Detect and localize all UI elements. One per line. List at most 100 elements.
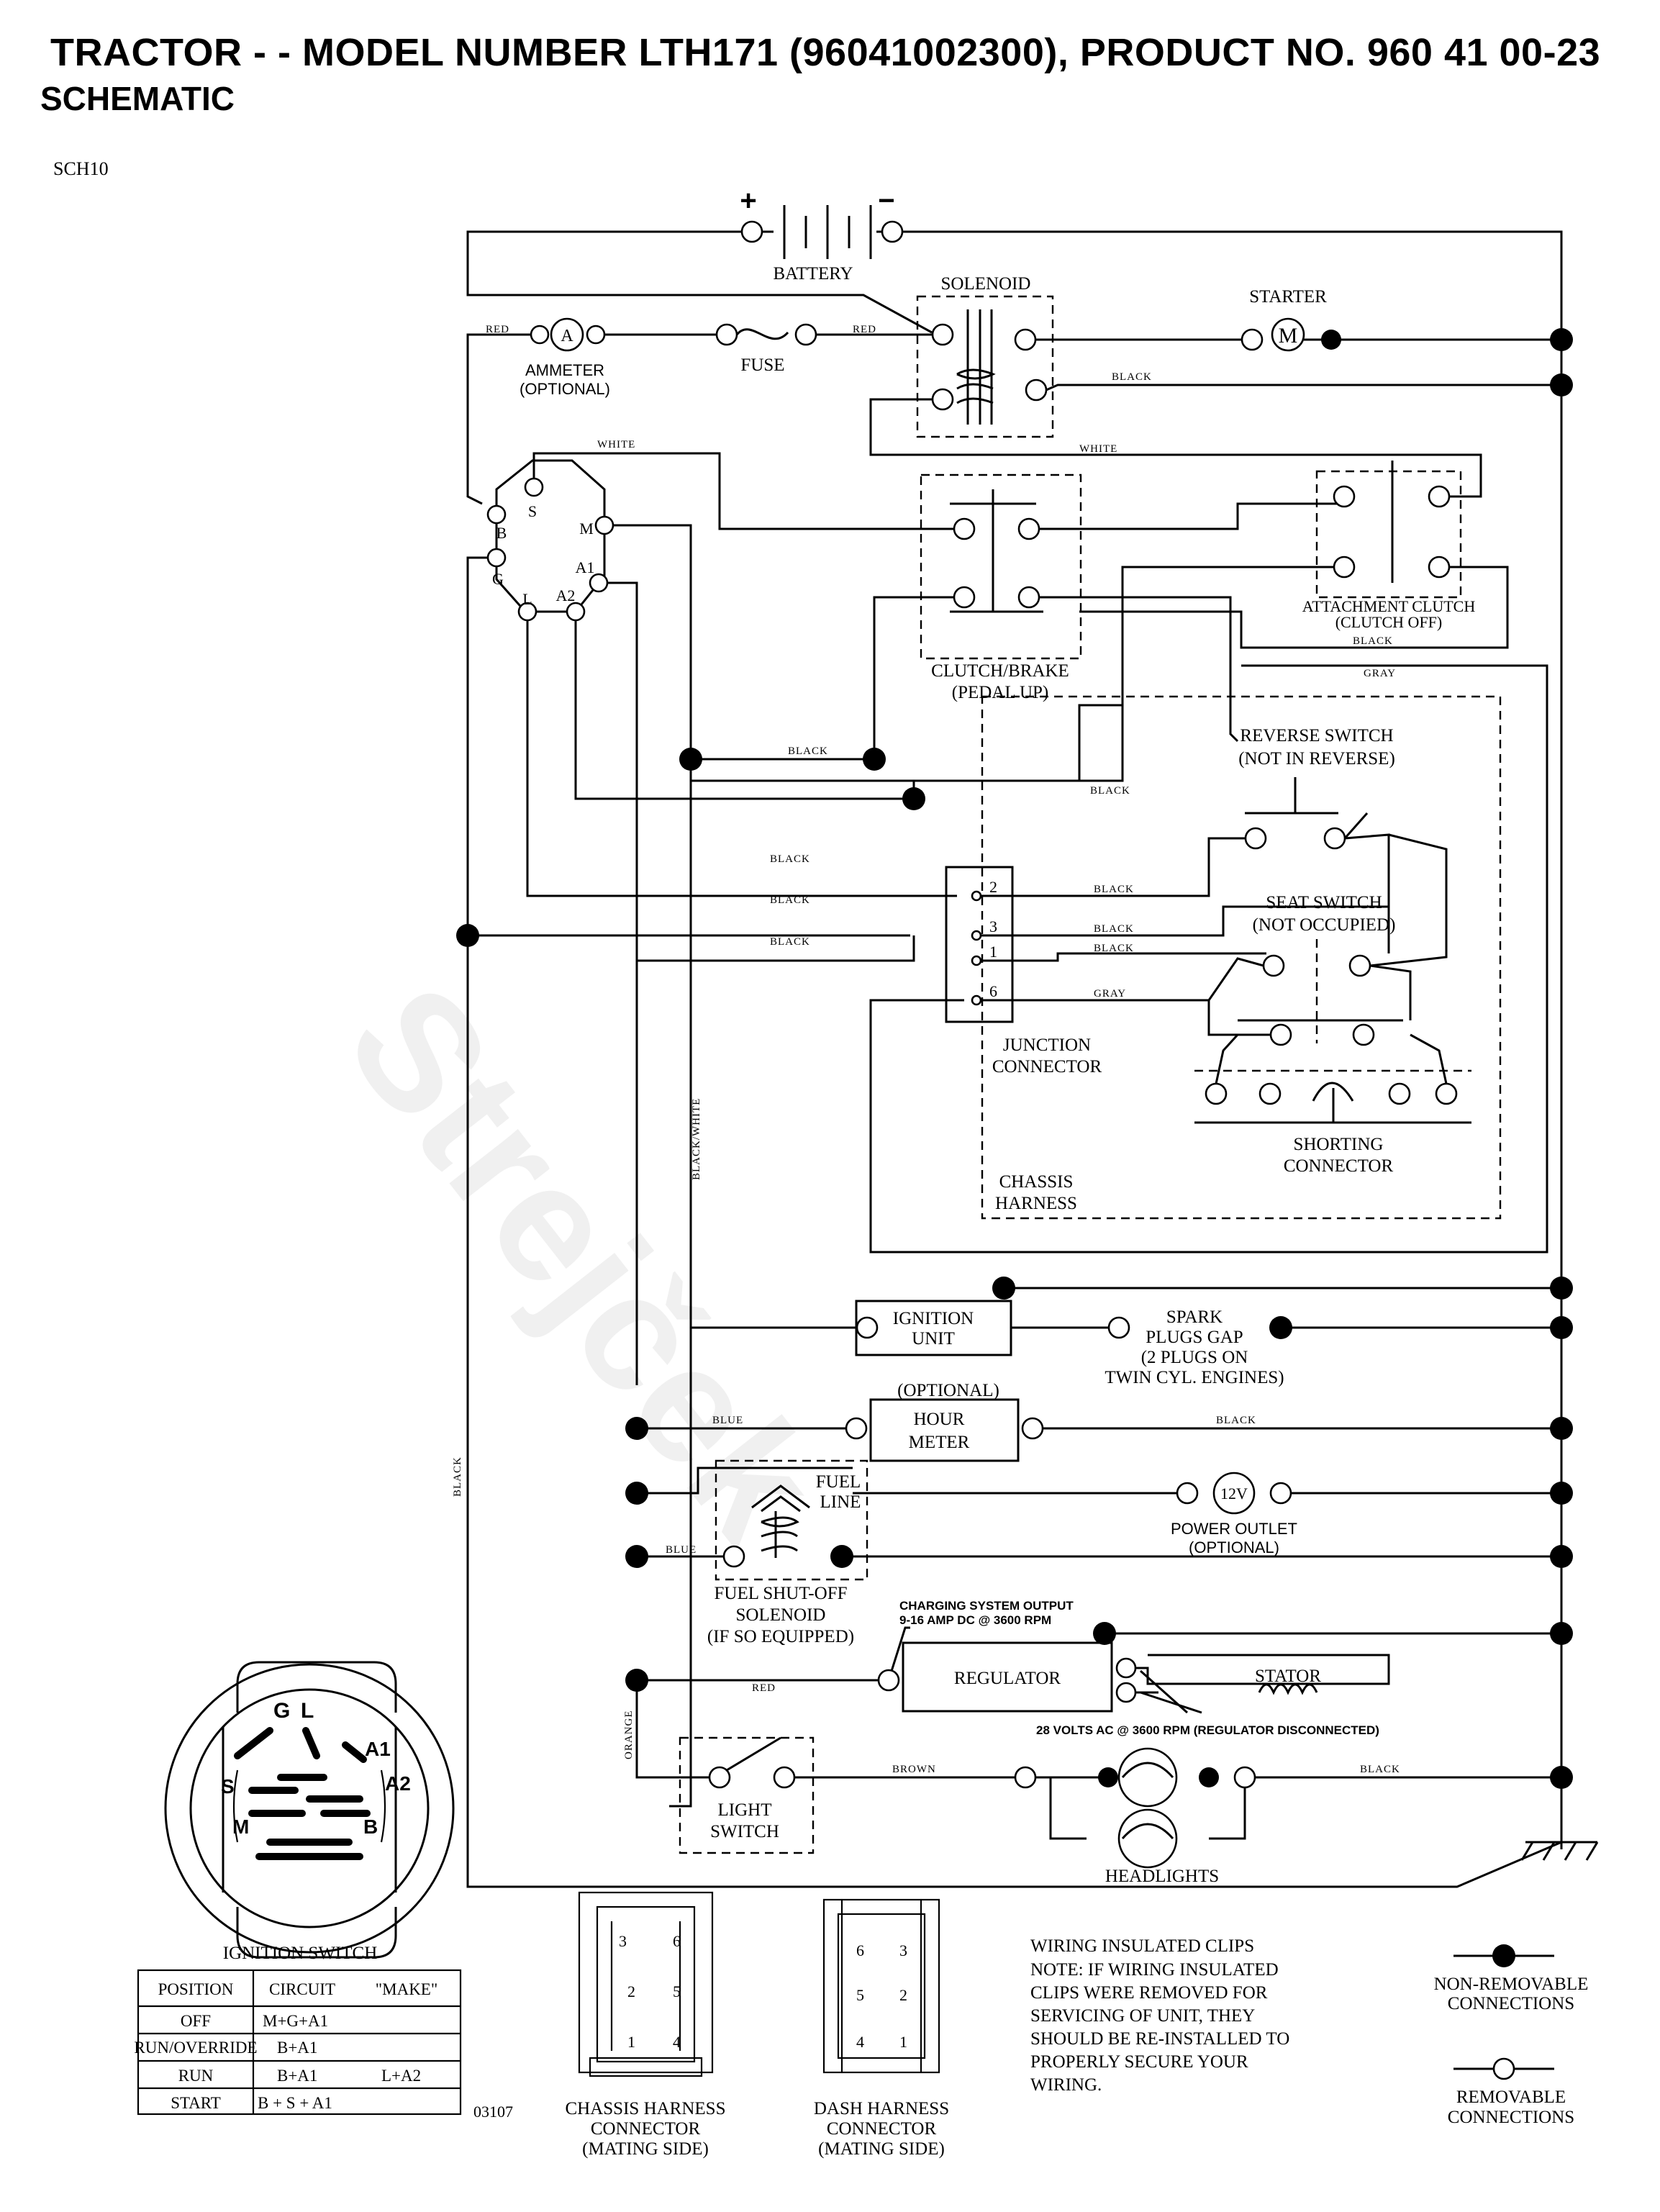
svg-text:(OPTIONAL): (OPTIONAL) — [1189, 1538, 1279, 1556]
svg-text:L+A2: L+A2 — [381, 2067, 421, 2085]
battery-plus-sign: + — [740, 185, 756, 217]
fuel-line-label: FUEL — [816, 1472, 861, 1492]
svg-text:REMOVABLE: REMOVABLE — [1456, 2088, 1566, 2107]
svg-text:3: 3 — [899, 1941, 907, 1959]
svg-text:6: 6 — [989, 982, 997, 1000]
svg-text:S: S — [528, 502, 537, 520]
svg-text:BLUE: BLUE — [666, 1544, 697, 1556]
svg-text:BLACK: BLACK — [452, 1456, 463, 1497]
svg-text:4: 4 — [673, 2033, 681, 2051]
svg-text:5: 5 — [673, 1982, 681, 2000]
svg-text:BLACK: BLACK — [770, 936, 810, 948]
svg-text:2: 2 — [989, 878, 997, 896]
svg-text:BLACK: BLACK — [1094, 923, 1134, 935]
svg-text:A1: A1 — [365, 1738, 391, 1760]
svg-text:(CLUTCH OFF): (CLUTCH OFF) — [1335, 613, 1443, 631]
svg-text:5: 5 — [856, 1986, 864, 2004]
table-row: START — [171, 2094, 221, 2112]
svg-text:CONNECTIONS: CONNECTIONS — [1448, 2108, 1574, 2127]
fuel-shutoff-solenoid: FUEL LINE FUEL SHUT-OFF SOLENOID (IF SO … — [707, 1459, 868, 1646]
svg-text:CONNECTOR: CONNECTOR — [1284, 1156, 1394, 1176]
clutch-brake-switch: CLUTCH/BRAKE (PEDAL UP) — [920, 473, 1082, 702]
regulator: CHARGING SYSTEM OUTPUT 9-16 AMP DC @ 360… — [877, 1599, 1137, 1713]
svg-text:NON-REMOVABLE: NON-REMOVABLE — [1434, 1975, 1589, 1994]
svg-text:CIRCUIT: CIRCUIT — [269, 1980, 335, 1998]
svg-text:B + S + A1: B + S + A1 — [258, 2094, 332, 2112]
headlights-label: HEADLIGHTS — [1105, 1867, 1219, 1886]
solenoid-label: SOLENOID — [941, 274, 1031, 294]
svg-text:HARNESS: HARNESS — [995, 1194, 1077, 1213]
svg-text:POSITION: POSITION — [158, 1980, 234, 1998]
stator-label: STATOR — [1255, 1667, 1321, 1686]
power-outlet-label: POWER OUTLET — [1171, 1520, 1297, 1538]
svg-text:BLACK: BLACK — [1090, 785, 1130, 797]
light-switch-label: LIGHT — [718, 1800, 772, 1820]
ammeter: A AMMETER (OPTIONAL) — [520, 317, 610, 398]
stator: STATOR — [1135, 1654, 1390, 1714]
svg-text:UNIT: UNIT — [912, 1329, 955, 1348]
svg-text:9-16 AMP DC @ 3600 RPM: 9-16 AMP DC @ 3600 RPM — [899, 1613, 1051, 1627]
svg-text:BLACK/WHITE: BLACK/WHITE — [691, 1098, 702, 1180]
chassis-harness-outline — [981, 695, 1502, 1220]
svg-text:ORANGE: ORANGE — [623, 1710, 635, 1760]
svg-text:METER: METER — [909, 1433, 970, 1452]
svg-text:(PEDAL UP): (PEDAL UP) — [952, 683, 1049, 702]
seat-switch: SEAT SWITCH (NOT OCCUPIED) — [1238, 893, 1403, 1046]
svg-text:M+G+A1: M+G+A1 — [263, 2012, 328, 2030]
svg-text:CLIPS WERE REMOVED FOR: CLIPS WERE REMOVED FOR — [1030, 1983, 1268, 2003]
svg-text:CONNECTOR: CONNECTOR — [992, 1057, 1102, 1076]
svg-text:M: M — [232, 1816, 249, 1838]
starter: M STARTER — [1241, 287, 1327, 352]
svg-text:BLACK: BLACK — [1360, 1764, 1400, 1775]
svg-text:6: 6 — [856, 1941, 864, 1959]
svg-text:S: S — [221, 1775, 235, 1798]
svg-text:G: G — [273, 1699, 290, 1723]
battery-minus-sign: − — [878, 185, 894, 217]
svg-text:M: M — [1279, 324, 1298, 348]
table-row: RUN — [178, 2067, 214, 2085]
svg-text:TWIN CYL. ENGINES): TWIN CYL. ENGINES) — [1105, 1368, 1284, 1387]
solenoid: SOLENOID — [916, 274, 1054, 438]
svg-text:B+A1: B+A1 — [277, 2039, 317, 2057]
ignition-switch-terminals: S M B A1 G L A2 — [486, 459, 614, 622]
hour-meter-label: HOUR — [914, 1410, 965, 1429]
svg-text:B: B — [496, 524, 507, 542]
svg-text:BLUE: BLUE — [712, 1415, 743, 1426]
ignition-unit: IGNITION UNIT — [855, 1300, 1012, 1356]
svg-text:3: 3 — [619, 1932, 627, 1950]
svg-text:SERVICING OF UNIT, THEY: SERVICING OF UNIT, THEY — [1030, 2006, 1255, 2026]
svg-text:BLACK: BLACK — [1094, 943, 1134, 954]
hour-meter: (OPTIONAL) HOUR METER — [845, 1381, 1044, 1462]
svg-text:LINE: LINE — [820, 1492, 861, 1512]
svg-text:A2: A2 — [385, 1772, 411, 1795]
svg-text:RED: RED — [853, 324, 876, 335]
battery: BATTERY + − — [740, 185, 904, 284]
ground-symbol — [1520, 1841, 1599, 1861]
svg-text:"MAKE": "MAKE" — [376, 1980, 438, 1998]
light-switch: LIGHT SWITCH — [679, 1736, 815, 1854]
svg-text:1: 1 — [989, 943, 997, 961]
svg-text:(MATING SIDE): (MATING SIDE) — [582, 2139, 709, 2159]
svg-text:1: 1 — [627, 2033, 635, 2051]
charging-output-label: CHARGING SYSTEM OUTPUT — [899, 1599, 1074, 1613]
svg-text:NOTE: IF WIRING INSULATED: NOTE: IF WIRING INSULATED — [1030, 1960, 1279, 1980]
svg-text:CONNECTOR: CONNECTOR — [827, 2119, 937, 2139]
chassis-harness-connector: 3 6 2 5 1 4 CHASSIS HARNESS CONNECTOR (M… — [566, 1891, 726, 2159]
wiring-clips-note: WIRING INSULATED CLIPS NOTE: IF WIRING I… — [1030, 1936, 1289, 2095]
svg-text:2: 2 — [627, 1982, 635, 2000]
svg-text:GRAY: GRAY — [1364, 668, 1396, 679]
fuse: FUSE — [715, 323, 817, 375]
ammeter-label: AMMETER — [525, 361, 604, 379]
reverse-switch-label: REVERSE SWITCH — [1240, 726, 1393, 745]
svg-text:RED: RED — [486, 324, 509, 335]
attachment-clutch-switch: ATTACHMENT CLUTCH (CLUTCH OFF) — [1302, 461, 1476, 631]
svg-text:(NOT OCCUPIED): (NOT OCCUPIED) — [1253, 915, 1396, 935]
svg-text:CONNECTOR: CONNECTOR — [591, 2119, 701, 2139]
attachment-clutch-label: ATTACHMENT CLUTCH — [1302, 597, 1476, 615]
schematic-code: SCH10 — [53, 158, 109, 179]
ignition-switch-title: IGNITION SWITCH — [223, 1944, 378, 1963]
svg-text:2: 2 — [899, 1986, 907, 2004]
svg-text:L: L — [522, 590, 532, 608]
svg-text:CONNECTIONS: CONNECTIONS — [1448, 1994, 1574, 2013]
